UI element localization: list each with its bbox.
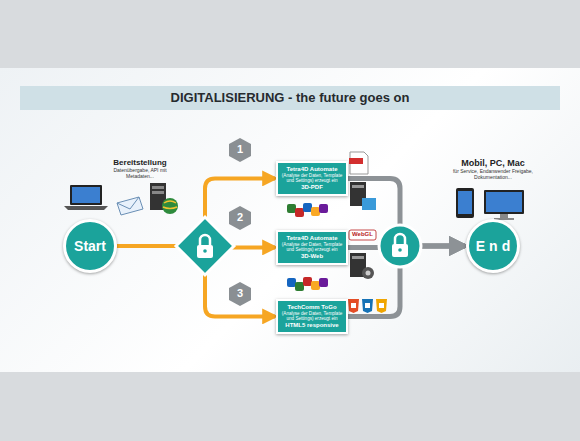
- callout-number: 2: [229, 211, 251, 224]
- icon-text: PDF: [350, 166, 364, 171]
- node-text: (Analyse der Daten, Template und Setting…: [281, 173, 343, 184]
- callout-number: 1: [229, 143, 251, 156]
- note: Datenübergabe, API mit Metadaten...: [100, 168, 180, 180]
- laptop-icon: [64, 185, 108, 210]
- node-text: 3D-PDF: [281, 184, 343, 191]
- start-circle: Start: [63, 219, 117, 273]
- note: für Service, Endanwender Freigabe, Dokum…: [448, 169, 538, 181]
- monitor-icon: [484, 190, 524, 220]
- webgl-logo: [349, 230, 376, 240]
- callout-number: 3: [229, 287, 251, 300]
- end-circle: End: [466, 219, 520, 273]
- callout-badge: [229, 138, 251, 306]
- node-title: Tetra4D Automate: [281, 235, 343, 242]
- group-heading: Mobil, PC, Mac: [448, 158, 538, 168]
- tablet-icon: [456, 188, 474, 218]
- server-icon: [150, 183, 178, 214]
- node-title: Tetra4D Automate: [281, 166, 343, 173]
- html5-icons: [348, 299, 387, 313]
- node-text: 3D-Web: [281, 253, 343, 260]
- node-title: End: [476, 238, 514, 254]
- node-text: (Analyse der Daten, Template und Setting…: [281, 311, 343, 322]
- pdf-icon: [349, 152, 368, 174]
- process-box: Tetra4D Automate(Analyse der Daten, Temp…: [276, 230, 348, 265]
- diagram-title: DIGITALISIERUNG - the future goes on: [20, 86, 560, 110]
- node-title: Start: [74, 238, 106, 254]
- node-title: TechComm ToGo: [281, 304, 343, 311]
- group-heading: Bereitstellung: [100, 158, 180, 167]
- icon-text: WebGL: [349, 231, 376, 238]
- node-text: HTML5 responsive: [281, 322, 343, 329]
- decision-diamond: [176, 217, 234, 275]
- envelope-icon: [117, 197, 143, 215]
- lock-circle: [379, 225, 421, 267]
- node-text: (Analyse der Daten, Template und Setting…: [281, 242, 343, 253]
- process-box: TechComm ToGo(Analyse der Daten, Templat…: [276, 299, 348, 334]
- server-icon: [350, 182, 376, 279]
- process-box: Tetra4D Automate(Analyse der Daten, Temp…: [276, 161, 348, 196]
